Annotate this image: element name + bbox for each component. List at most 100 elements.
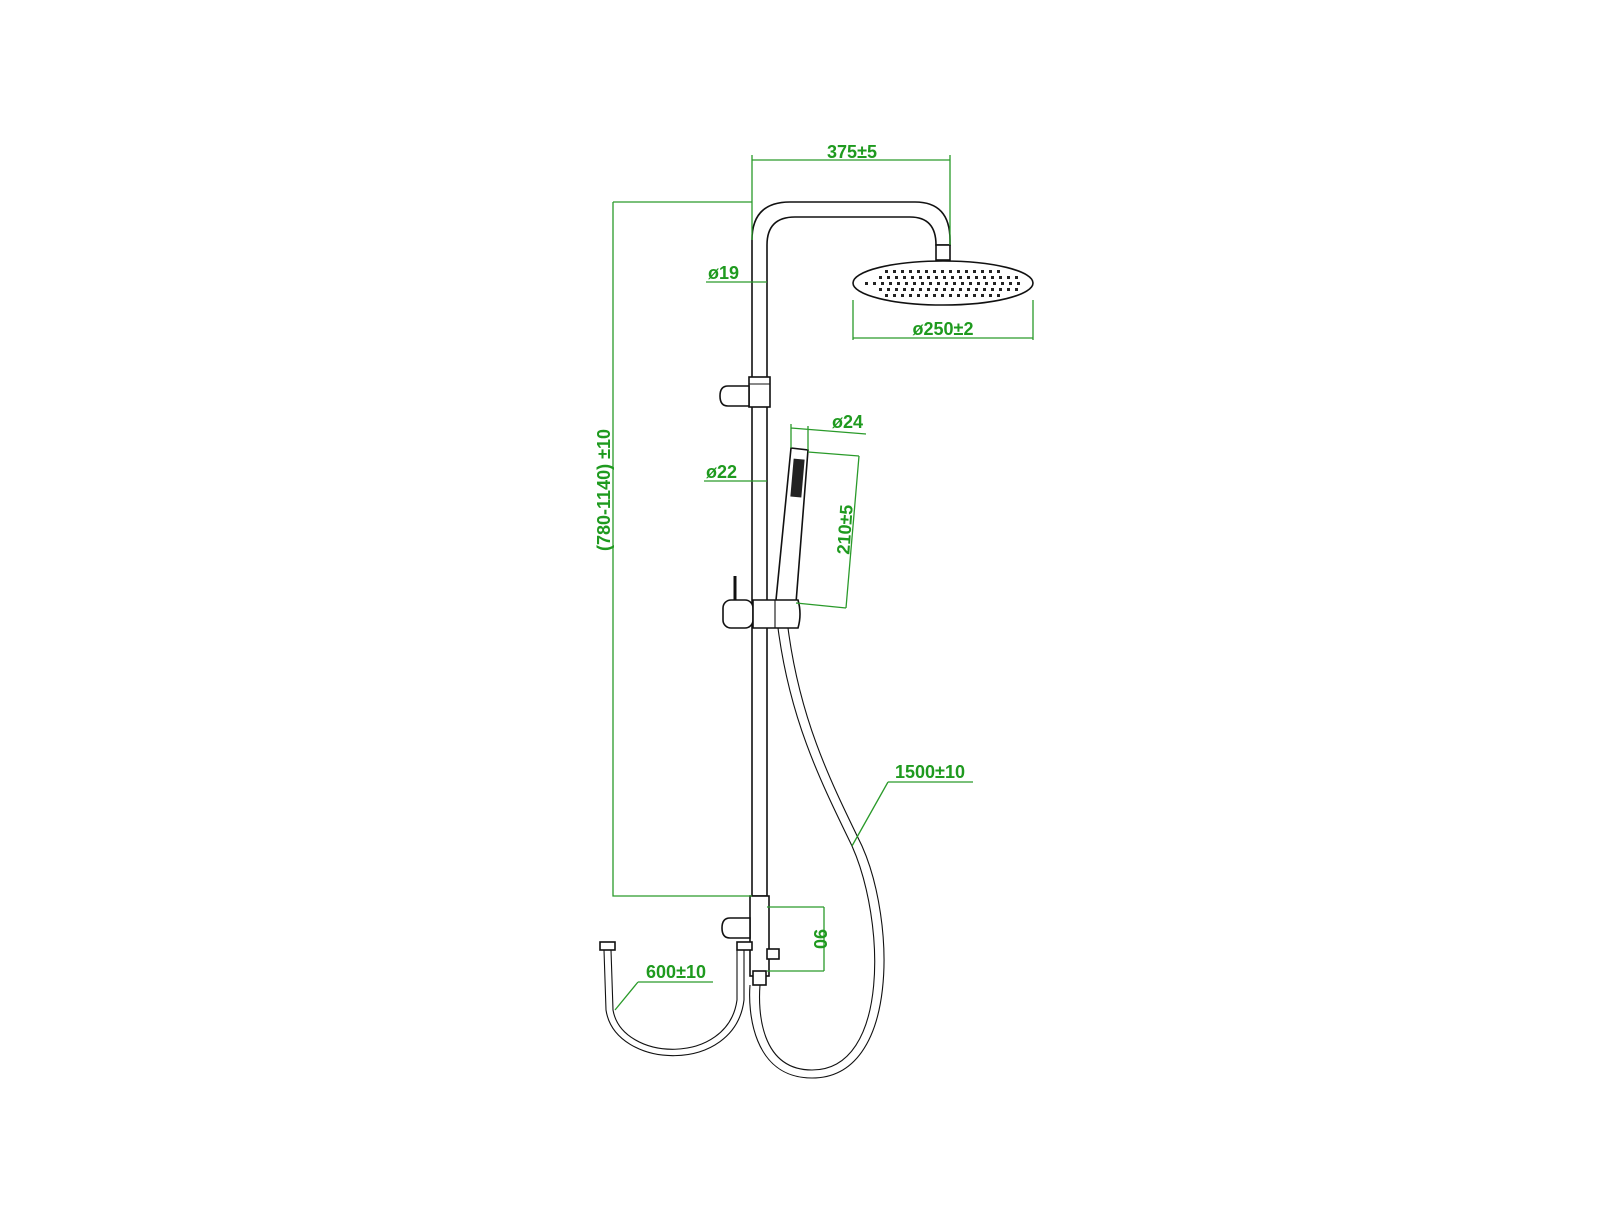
nozzle xyxy=(965,294,968,297)
nozzle xyxy=(887,276,890,279)
nozzle xyxy=(1007,276,1010,279)
handset-length-label: 210±5 xyxy=(833,504,856,555)
nozzle xyxy=(945,282,948,285)
nozzle xyxy=(927,276,930,279)
nozzle xyxy=(957,270,960,273)
nozzle xyxy=(929,282,932,285)
nozzle xyxy=(949,294,952,297)
nozzle xyxy=(917,270,920,273)
nozzle xyxy=(989,294,992,297)
nozzle xyxy=(999,288,1002,291)
upper-wall-bracket xyxy=(719,376,771,408)
nozzle xyxy=(873,282,876,285)
nozzle xyxy=(975,276,978,279)
nozzle xyxy=(1015,288,1018,291)
nozzle xyxy=(997,294,1000,297)
nozzle xyxy=(959,288,962,291)
nozzle xyxy=(885,294,888,297)
nozzle xyxy=(943,288,946,291)
nozzle xyxy=(981,270,984,273)
nozzle xyxy=(885,270,888,273)
nozzle xyxy=(961,282,964,285)
nozzle xyxy=(957,294,960,297)
nozzle xyxy=(981,294,984,297)
nozzle xyxy=(909,270,912,273)
bottom-outlet-bracket xyxy=(721,895,780,986)
nozzle xyxy=(893,294,896,297)
nozzle xyxy=(985,282,988,285)
nozzle xyxy=(933,294,936,297)
nozzle xyxy=(937,282,940,285)
nozzle xyxy=(935,288,938,291)
nozzle xyxy=(989,270,992,273)
nozzle xyxy=(913,282,916,285)
nozzle xyxy=(919,288,922,291)
slider-and-diverter xyxy=(722,576,801,629)
nozzle xyxy=(917,294,920,297)
nozzle xyxy=(927,288,930,291)
height-range-label: (780-1140) ±10 xyxy=(594,429,614,551)
nozzle xyxy=(1017,282,1020,285)
nozzle xyxy=(959,276,962,279)
nozzle xyxy=(1015,276,1018,279)
nozzle xyxy=(893,270,896,273)
nozzle xyxy=(925,294,928,297)
nozzle xyxy=(943,276,946,279)
nozzle xyxy=(967,288,970,291)
nozzle xyxy=(991,276,994,279)
dimension-lines xyxy=(612,155,1034,1011)
nozzle xyxy=(983,288,986,291)
nozzle xyxy=(965,270,968,273)
nozzle xyxy=(975,288,978,291)
head-diameter-label: ø250±2 xyxy=(913,319,974,339)
nozzle xyxy=(999,276,1002,279)
nozzle xyxy=(951,288,954,291)
nozzle xyxy=(903,276,906,279)
nozzle xyxy=(973,294,976,297)
nozzle xyxy=(911,288,914,291)
nozzle xyxy=(919,276,922,279)
nozzle xyxy=(941,294,944,297)
nozzle xyxy=(903,288,906,291)
arm-pipe-diameter-label: ø19 xyxy=(708,263,739,283)
nozzle xyxy=(895,276,898,279)
nozzle xyxy=(969,282,972,285)
nozzle xyxy=(889,282,892,285)
nozzle xyxy=(925,270,928,273)
nozzle xyxy=(879,288,882,291)
shower-head xyxy=(852,260,1034,306)
nozzle xyxy=(911,276,914,279)
outlet-spacing-label: 90 xyxy=(810,929,830,949)
inlet-hose xyxy=(599,941,753,1057)
nozzle xyxy=(933,270,936,273)
inlet-hose-length-label: 600±10 xyxy=(646,962,706,982)
nozzle xyxy=(879,276,882,279)
nozzle xyxy=(1007,288,1010,291)
nozzle xyxy=(921,282,924,285)
nozzle xyxy=(887,288,890,291)
head-connector xyxy=(935,244,951,261)
nozzle xyxy=(935,276,938,279)
nozzle xyxy=(897,282,900,285)
nozzle xyxy=(983,276,986,279)
nozzle xyxy=(949,270,952,273)
hose-length-label: 1500±10 xyxy=(895,762,965,782)
nozzle xyxy=(993,282,996,285)
nozzle xyxy=(951,276,954,279)
nozzle xyxy=(941,270,944,273)
nozzle xyxy=(901,294,904,297)
nozzle xyxy=(905,282,908,285)
nozzle xyxy=(881,282,884,285)
nozzle xyxy=(895,288,898,291)
shower-hose xyxy=(758,627,876,1071)
nozzle-pattern xyxy=(865,270,1020,297)
nozzle xyxy=(865,282,868,285)
nozzle xyxy=(953,282,956,285)
handset-diameter-label: ø24 xyxy=(832,412,863,432)
nozzle xyxy=(973,270,976,273)
nozzle xyxy=(1009,282,1012,285)
nozzle xyxy=(1001,282,1004,285)
nozzle xyxy=(967,276,970,279)
